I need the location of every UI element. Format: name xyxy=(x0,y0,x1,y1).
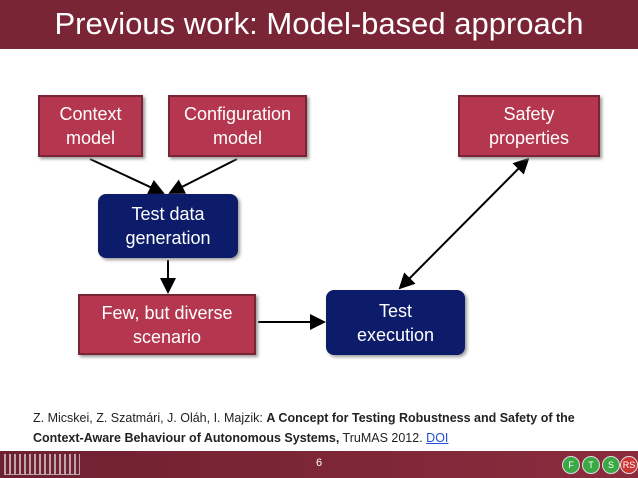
safety-properties-box: Safety properties xyxy=(458,95,600,157)
test-data-generation-box: Test data generation xyxy=(98,194,238,258)
university-logo xyxy=(4,454,80,475)
ftsrg-logo-rs: RS xyxy=(620,456,638,474)
arrow-config-to-testdata xyxy=(168,158,238,194)
slide-title: Previous work: Model-based approach xyxy=(0,0,638,49)
ftsrg-logo-s: S xyxy=(602,456,620,474)
arrow-context-to-testdata xyxy=(89,158,165,195)
scenario-box: Few, but diverse scenario xyxy=(78,294,256,355)
ref-venue: TruMAS 2012. xyxy=(339,431,427,445)
ftsrg-logo-f: F xyxy=(562,456,580,474)
footer: 6 F T S RS xyxy=(0,451,638,478)
ref-title: A Concept for Testing Robustness and Saf… xyxy=(33,411,575,445)
reference: Z. Micskei, Z. Szatmári, J. Oláh, I. Maj… xyxy=(33,408,623,448)
page-number: 6 xyxy=(315,457,323,469)
context-model-box: Context model xyxy=(38,95,143,157)
ftsrg-logo-t: T xyxy=(582,456,600,474)
ref-authors: Z. Micskei, Z. Szatmári, J. Oláh, I. Maj… xyxy=(33,411,267,425)
test-execution-box: Test execution xyxy=(326,290,465,355)
arrow-execution-safety xyxy=(398,157,530,290)
doi-link[interactable]: DOI xyxy=(426,431,449,445)
configuration-model-box: Configuration model xyxy=(168,95,307,157)
